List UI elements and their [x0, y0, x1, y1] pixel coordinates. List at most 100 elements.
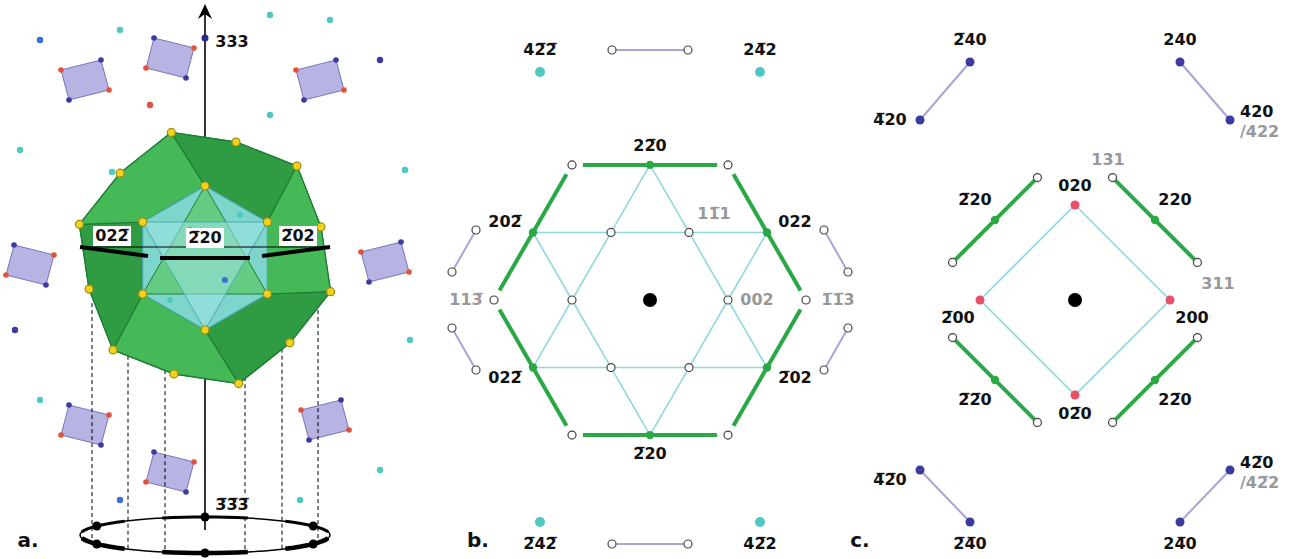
outer-point	[1226, 466, 1235, 475]
miller-index: 2̅4̅0	[953, 534, 986, 553]
zone-boundary	[733, 174, 800, 290]
projection-line	[318, 303, 319, 543]
lattice-point	[98, 57, 104, 63]
lattice-edge	[650, 165, 689, 233]
lattice-point	[724, 431, 732, 439]
lattice-edge	[572, 232, 611, 300]
outer-point	[916, 116, 925, 125]
zone-vertex	[139, 218, 147, 226]
lattice-point	[333, 57, 339, 63]
lattice-edge	[689, 232, 728, 300]
lattice-point	[358, 249, 364, 255]
lattice-point	[66, 97, 72, 103]
projection-point	[92, 540, 101, 549]
miller-index: 2̅02	[778, 368, 811, 387]
lattice-point	[1071, 391, 1080, 400]
lattice-point	[267, 12, 273, 18]
lattice-point	[684, 540, 692, 548]
projection-edge	[285, 521, 328, 532]
outer-boundary	[452, 230, 476, 272]
lattice-point	[11, 242, 17, 248]
lattice-point	[607, 228, 615, 236]
miller-index: 2̅2̅0	[958, 390, 991, 409]
lattice-point	[1033, 418, 1041, 426]
lattice-plane	[61, 60, 109, 100]
lattice-edge	[611, 367, 689, 369]
zone-vertex	[116, 169, 124, 177]
lattice-point	[402, 167, 408, 173]
lattice-point	[66, 402, 72, 408]
zone-vertex	[293, 162, 301, 170]
panel-letter: a.	[17, 528, 38, 552]
projection-line	[165, 349, 166, 552]
miller-index: 22̅0	[1158, 390, 1191, 409]
zone-point	[529, 363, 537, 371]
lattice-edge	[650, 368, 689, 436]
lattice-point	[327, 17, 333, 23]
lattice-point	[377, 467, 383, 473]
inner-facet	[143, 222, 268, 330]
miller-index: 42̅2̅	[523, 40, 556, 59]
outer-boundary	[824, 230, 848, 272]
lattice-point	[844, 324, 852, 332]
projection-line	[128, 335, 129, 549]
lattice-plane	[146, 452, 194, 492]
outer-point	[1176, 518, 1185, 527]
lattice-point	[143, 479, 149, 485]
zone-vertex	[109, 346, 117, 354]
outer-point	[535, 517, 545, 527]
lattice-point	[685, 364, 693, 372]
projection-line	[282, 335, 283, 549]
lattice-plane	[296, 60, 344, 100]
lattice-edge	[611, 232, 689, 234]
lattice-point	[472, 226, 480, 234]
zone-point	[1151, 376, 1159, 384]
lattice-point	[183, 75, 189, 81]
origin-point	[1068, 293, 1082, 307]
axis-arrowhead	[198, 4, 212, 19]
lattice-point	[109, 169, 115, 175]
miller-index: 1̅1̅3	[821, 290, 854, 309]
lattice-point	[298, 407, 304, 413]
lattice-point	[293, 67, 299, 73]
lattice-point	[608, 540, 616, 548]
zone-vertex	[317, 223, 325, 231]
zone-point	[529, 228, 537, 236]
lattice-point	[222, 277, 228, 283]
outer-point	[966, 518, 975, 527]
zone-point	[991, 376, 999, 384]
lattice-point	[684, 46, 692, 54]
origin-point	[643, 293, 657, 307]
lattice-point	[568, 161, 576, 169]
zone-edge	[160, 256, 250, 260]
miller-index: 113̅	[449, 290, 482, 309]
panel-letter: c.	[850, 528, 869, 552]
zone-vertex	[327, 288, 335, 296]
zone-boundary	[499, 174, 566, 290]
lattice-edge	[533, 367, 611, 369]
lattice-edge	[689, 300, 728, 368]
outer-boundary	[612, 543, 688, 545]
zone-boundary	[953, 178, 1038, 263]
lattice-point	[976, 296, 985, 305]
lattice-point	[151, 449, 157, 455]
lattice-plane	[6, 245, 54, 285]
miller-index: 022̅	[93, 226, 130, 245]
zone-edge	[80, 247, 148, 256]
lattice-edge	[533, 232, 572, 300]
lattice-point	[267, 112, 273, 118]
miller-index: 4̅20	[873, 110, 906, 129]
zone-boundary	[953, 338, 1038, 423]
lattice-point	[448, 324, 456, 332]
projection-edge	[82, 521, 125, 532]
lattice-point	[306, 437, 312, 443]
lattice-point	[949, 258, 957, 266]
miller-index: 3̅3̅3̅	[213, 495, 250, 514]
lattice-edge	[728, 232, 767, 300]
lattice-point	[346, 427, 352, 433]
lattice-point	[1033, 174, 1041, 182]
outer-point	[966, 58, 975, 67]
lattice-point	[117, 27, 123, 33]
miller-index: 022	[778, 212, 811, 231]
